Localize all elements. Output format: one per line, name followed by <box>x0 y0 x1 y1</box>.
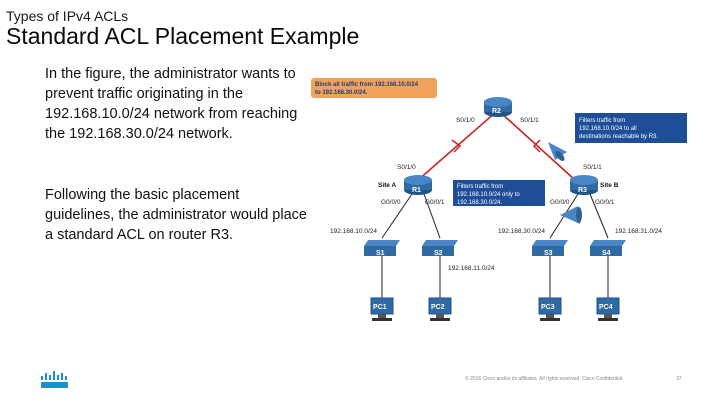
slide-eyebrow: Types of IPv4 ACLs <box>6 8 129 24</box>
router-r3: R3 <box>570 175 598 195</box>
router-label-r2: R2 <box>492 108 501 115</box>
pc-pc1: PC1 <box>370 297 394 321</box>
pc-label-pc1: PC1 <box>373 304 387 311</box>
body-paragraph-2: Following the basic placement guidelines… <box>45 187 307 243</box>
pc-label-pc3: PC3 <box>541 304 555 311</box>
iface-r1-g000: G0/0/0 <box>381 199 401 206</box>
switch-label-s4: S4 <box>602 250 611 257</box>
switch-label-s1: S1 <box>376 250 385 257</box>
pc-pc2: PC2 <box>428 297 452 321</box>
callout-r3-line-2: 192.168.10.0/24 only to <box>457 192 520 198</box>
footer-copyright: © 2016 Cisco and/or its affiliates. All … <box>465 376 623 382</box>
acl-filter-cone-r2 <box>548 142 567 161</box>
site-label-a: Site A <box>378 182 396 189</box>
switch-s3: S3 <box>532 240 568 257</box>
pc-label-pc2: PC2 <box>431 304 445 311</box>
switch-label-s3: S3 <box>544 250 553 257</box>
iface-r1-s010: S0/1/0 <box>397 164 416 171</box>
network-label-30: 192.168.30.0/24 <box>498 228 545 235</box>
iface-r3-s011: S0/1/1 <box>583 164 602 171</box>
router-label-r3: R3 <box>578 187 587 194</box>
network-label-31: 192.168.31.0/24 <box>615 228 662 235</box>
callout-block-line-1: Block all traffic from 192.168.10.0/24 <box>315 82 419 88</box>
switch-s1: S1 <box>364 240 400 257</box>
network-label-11: 192.168.11.0/24 <box>448 265 495 272</box>
network-label-10: 192.168.10.0/24 <box>330 228 377 235</box>
router-r2: R2 <box>484 97 512 117</box>
wan-links <box>417 111 576 181</box>
slide-title: Standard ACL Placement Example <box>6 23 360 49</box>
router-r1: R1 <box>404 175 432 195</box>
callout-r2-line-2: 192.168.10.0/24 to all <box>579 126 637 132</box>
callout-block-traffic: Block all traffic from 192.168.10.0/24 t… <box>311 78 437 98</box>
page-number: 37 <box>676 376 682 382</box>
callout-r3-line-1: Filters traffic from <box>457 184 503 190</box>
switch-s4: S4 <box>590 240 626 257</box>
pc-label-pc4: PC4 <box>599 304 613 311</box>
iface-r3-g001: G0/0/1 <box>595 199 615 206</box>
callout-r3-line-3: 192.168.30.0/24. <box>457 200 502 206</box>
pc-pc4: PC4 <box>596 297 620 321</box>
callout-r2-line-3: destinations reachable by R3. <box>579 134 658 140</box>
iface-r3-g000: G0/0/0 <box>550 199 570 206</box>
cisco-logo-icon <box>41 371 68 388</box>
iface-r1-g001: G0/0/1 <box>425 199 445 206</box>
callout-block-line-2: to 192.168.30.0/24. <box>315 90 368 96</box>
callout-r2-line-1: Filters traffic from <box>579 118 625 124</box>
callout-r3-filter: Filters traffic from 192.168.10.0/24 onl… <box>453 180 545 206</box>
iface-r2-s011: S0/1/1 <box>520 117 539 124</box>
acl-filter-cone-r3 <box>560 206 582 224</box>
iface-r2-s010: S0/1/0 <box>456 117 475 124</box>
site-label-b: Site B <box>600 182 619 189</box>
body-paragraph-1: In the figure, the administrator wants t… <box>45 66 298 142</box>
router-label-r1: R1 <box>412 187 421 194</box>
switch-label-s2: S2 <box>434 250 443 257</box>
pc-pc3: PC3 <box>538 297 562 321</box>
callout-r2-filter: Filters traffic from 192.168.10.0/24 to … <box>575 113 687 143</box>
switch-s2: S2 <box>422 240 458 257</box>
